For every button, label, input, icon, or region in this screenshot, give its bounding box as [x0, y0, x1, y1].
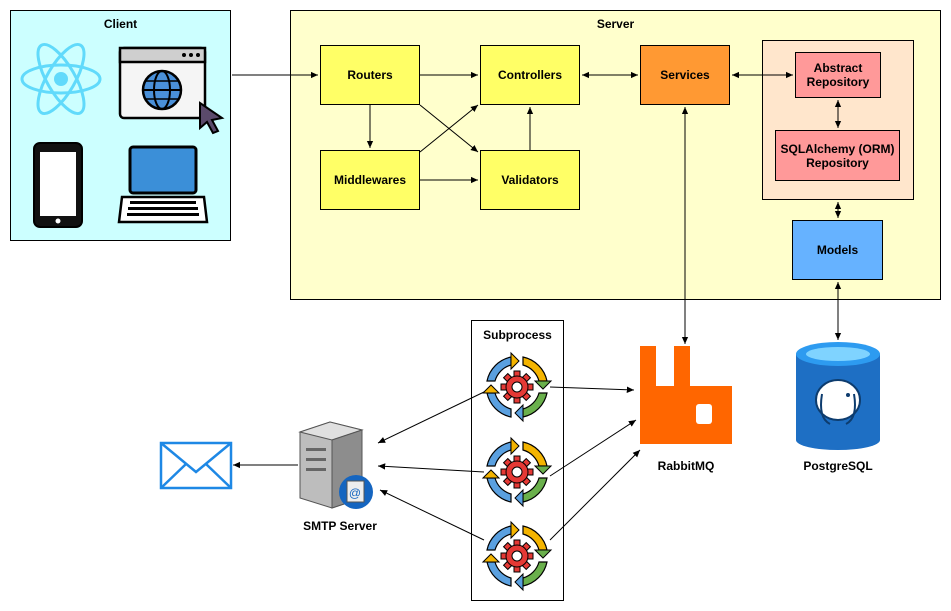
controllers-node: Controllers	[480, 45, 580, 105]
gear-cycle-icon	[482, 521, 552, 591]
rabbitmq-label: RabbitMQ	[657, 459, 715, 473]
server-title: Server	[596, 17, 635, 31]
email-envelope-icon	[159, 441, 233, 490]
services-node: Services	[640, 45, 730, 105]
rabbitmq-logo	[640, 346, 732, 444]
cursor-icon	[199, 101, 225, 135]
routers-node: Routers	[320, 45, 420, 105]
react-icon	[20, 43, 102, 115]
laptop-icon	[117, 145, 209, 224]
postgresql-logo	[796, 342, 880, 450]
browser-globe-icon	[118, 46, 207, 120]
server-tower-icon: @	[298, 421, 373, 509]
abstract-repository-node: Abstract Repository	[795, 52, 881, 98]
smtp-server-label: SMTP Server	[303, 519, 377, 533]
sqlalchemy-repository-node: SQLAlchemy (ORM) Repository	[775, 130, 900, 181]
subprocess-title: Subprocess	[483, 328, 552, 342]
middlewares-node: Middlewares	[320, 150, 420, 210]
postgresql-label: PostgreSQL	[803, 459, 873, 473]
client-title: Client	[103, 17, 138, 31]
svg-text:@: @	[349, 486, 361, 500]
gear-cycle-icon	[482, 437, 552, 507]
smartphone-icon	[33, 142, 83, 228]
validators-node: Validators	[480, 150, 580, 210]
gear-cycle-icon	[482, 352, 552, 422]
models-node: Models	[792, 220, 883, 280]
connectors	[232, 71, 842, 541]
